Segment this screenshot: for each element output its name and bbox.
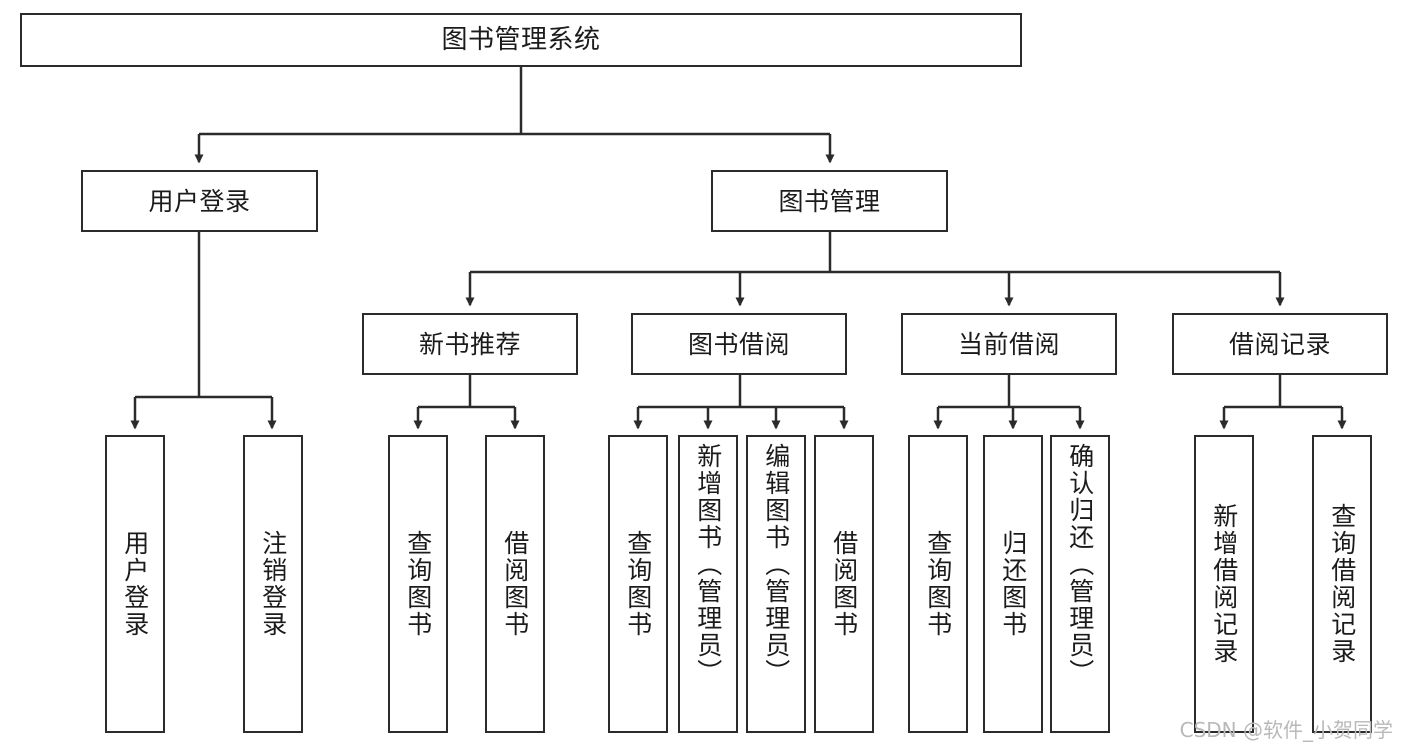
node-book-borrow[interactable]: 图书借阅	[631, 313, 847, 375]
node-label: 图书借阅	[687, 329, 790, 359]
node-new-book-recommend[interactable]: 新书推荐	[362, 313, 578, 375]
node-label: 查询图书	[623, 530, 653, 638]
leaf-borrow-edit-book-admin[interactable]: 编辑图书（管理员）	[746, 435, 806, 733]
leaf-record-query-record[interactable]: 查询借阅记录	[1312, 435, 1372, 733]
leaf-recommend-borrow-book[interactable]: 借阅图书	[485, 435, 545, 733]
leaf-record-add-record[interactable]: 新增借阅记录	[1194, 435, 1254, 733]
leaf-user-login-login[interactable]: 用户登录	[105, 435, 165, 733]
node-label: 编辑图书（管理员）	[761, 443, 791, 686]
leaf-current-query-book[interactable]: 查询图书	[908, 435, 968, 733]
node-book-management[interactable]: 图书管理	[711, 170, 948, 232]
node-label: 查询借阅记录	[1327, 503, 1357, 665]
node-label: 用户登录	[148, 186, 251, 216]
node-user-login[interactable]: 用户登录	[81, 170, 318, 232]
node-label: 图书管理	[778, 186, 881, 216]
leaf-recommend-query-book[interactable]: 查询图书	[388, 435, 448, 733]
leaf-current-confirm-return-admin[interactable]: 确认归还（管理员）	[1050, 435, 1110, 733]
leaf-borrow-borrow-book[interactable]: 借阅图书	[814, 435, 874, 733]
node-label: 借阅图书	[829, 530, 859, 638]
node-label: 查询图书	[403, 530, 433, 638]
leaf-user-login-logout[interactable]: 注销登录	[243, 435, 303, 733]
node-label: 注销登录	[258, 530, 288, 638]
watermark-text: CSDN @软件_小贺同学	[1179, 718, 1393, 742]
leaf-borrow-add-book-admin[interactable]: 新增图书（管理员）	[678, 435, 738, 733]
node-label: 用户登录	[120, 530, 150, 638]
node-label: 借阅记录	[1228, 329, 1331, 359]
node-label: 新增图书（管理员）	[693, 443, 723, 686]
node-label: 图书管理系统	[441, 25, 601, 55]
node-label: 当前借阅	[957, 329, 1060, 359]
node-root-book-management-system[interactable]: 图书管理系统	[20, 13, 1022, 67]
leaf-current-return-book[interactable]: 归还图书	[983, 435, 1043, 733]
node-label: 归还图书	[998, 530, 1028, 638]
node-label: 查询图书	[923, 530, 953, 638]
node-label: 确认归还（管理员）	[1065, 443, 1095, 686]
node-borrow-record[interactable]: 借阅记录	[1172, 313, 1388, 375]
node-label: 借阅图书	[500, 530, 530, 638]
node-label: 新增借阅记录	[1209, 503, 1239, 665]
node-label: 新书推荐	[418, 329, 521, 359]
node-current-borrow[interactable]: 当前借阅	[901, 313, 1117, 375]
leaf-borrow-query-book[interactable]: 查询图书	[608, 435, 668, 733]
